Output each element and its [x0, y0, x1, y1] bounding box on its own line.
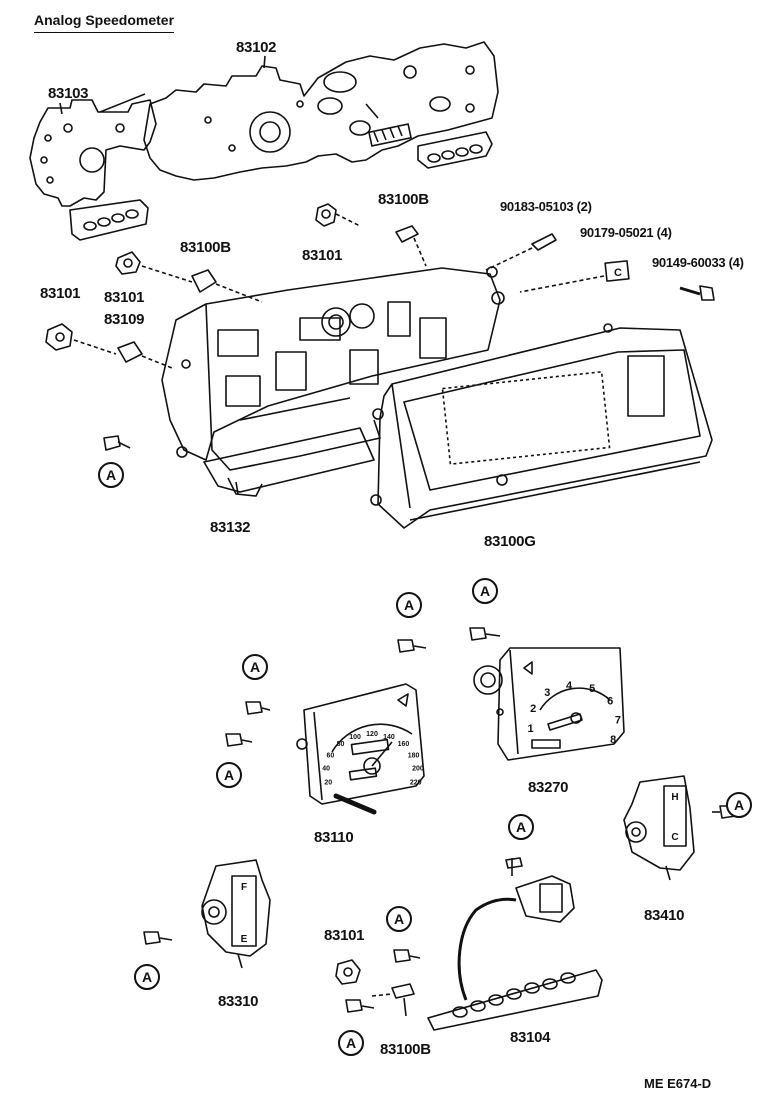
- part-label-90183: 90183-05103 (2): [500, 199, 592, 214]
- ref-marker-a: A: [472, 578, 498, 604]
- part-label-83101-left: 83101: [40, 285, 81, 302]
- screw-left-a: [103, 435, 131, 451]
- socket-83101-left: [45, 323, 117, 355]
- screw-bottom-a: [345, 949, 421, 1013]
- part-label-83100b-bottom: 83100B: [380, 1041, 431, 1058]
- part-label-90179: 90179-05021 (4): [580, 225, 672, 240]
- ref-marker-a: A: [508, 814, 534, 840]
- part-label-83110: 83110: [314, 829, 354, 846]
- part-label-83132: 83132: [210, 519, 251, 536]
- screw-90149: [679, 285, 715, 301]
- tachometer-83270: [473, 647, 625, 761]
- ref-marker-a: A: [242, 654, 268, 680]
- part-label-90149: 90149-60033 (4): [652, 255, 744, 270]
- ref-marker-a: A: [216, 762, 242, 788]
- ref-marker-a: A: [134, 964, 160, 990]
- bulb-83100b-bottom: [371, 983, 415, 1017]
- ref-marker-a: A: [98, 462, 124, 488]
- clip-90179: C: [519, 260, 630, 293]
- temp-gauge-83410: [623, 775, 737, 881]
- part-label-83101-top: 83101: [302, 247, 343, 264]
- part-label-83101-mid: 83101: [104, 289, 145, 306]
- socket-83101-bottom: [335, 959, 361, 985]
- diagram-title: Analog Speedometer: [34, 12, 175, 33]
- part-label-83410: 83410: [644, 907, 685, 924]
- part-label-83102: 83102: [236, 39, 277, 56]
- bulb-83100b-top: [395, 225, 427, 267]
- svg-text:C: C: [614, 267, 622, 279]
- ref-marker-a: A: [396, 592, 422, 618]
- circuit-plate-main: [143, 41, 499, 181]
- ref-marker-a: A: [386, 906, 412, 932]
- bulb-83109: [117, 341, 173, 369]
- part-label-83100b-left: 83100B: [180, 239, 231, 256]
- bulb-83100b-left: [191, 269, 263, 303]
- speedometer-83110: [296, 683, 425, 815]
- screw-a3: [245, 701, 271, 715]
- part-label-83100g: 83100G: [484, 533, 536, 550]
- screw-a1: [397, 639, 427, 653]
- meter-case-83132: [161, 266, 505, 497]
- ref-marker-a: A: [338, 1030, 364, 1056]
- part-label-83103: 83103: [48, 85, 89, 102]
- screw-a4: [225, 733, 253, 747]
- part-label-83100b-top: 83100B: [378, 191, 429, 208]
- harness-83104: [427, 857, 603, 1031]
- part-label-83270: 83270: [528, 779, 569, 796]
- meter-hood-83100g: [370, 323, 713, 529]
- part-label-83310: 83310: [218, 993, 259, 1010]
- socket-83101-mid: [115, 251, 193, 283]
- fuel-gauge-83310: [143, 859, 271, 969]
- screw-a2: [469, 627, 501, 641]
- screw-90183: [485, 233, 557, 271]
- part-label-83104: 83104: [510, 1029, 551, 1046]
- circuit-plate-left: [29, 93, 157, 241]
- ref-marker-a: A: [726, 792, 752, 818]
- part-label-83101-bottom: 83101: [324, 927, 365, 944]
- diagram-code: ME E674-D: [644, 1076, 712, 1091]
- socket-83101-top: [315, 203, 361, 227]
- part-label-83109: 83109: [104, 311, 145, 328]
